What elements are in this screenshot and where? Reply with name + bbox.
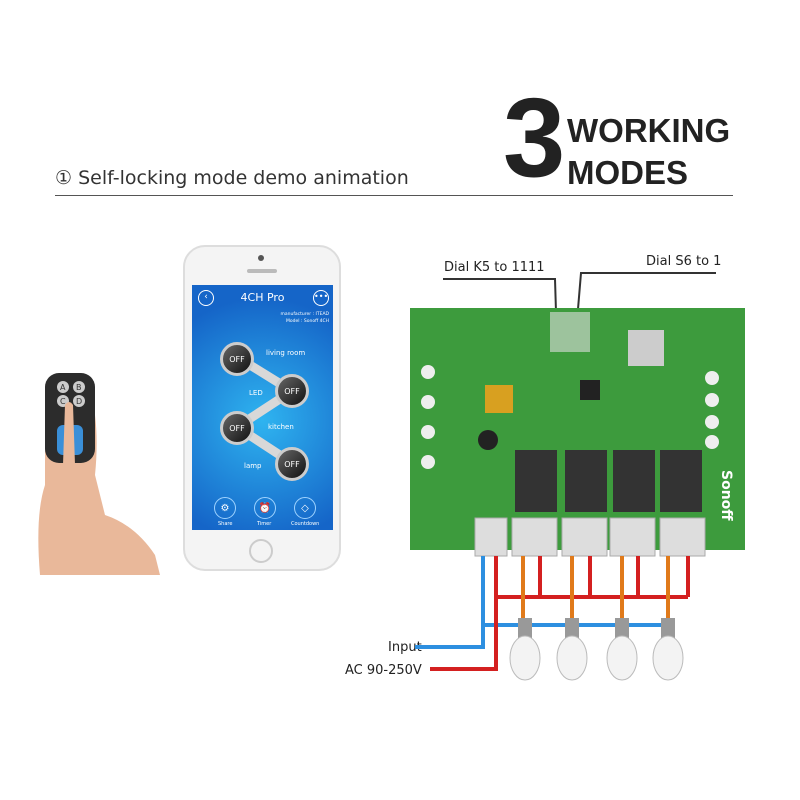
relay-live-feeds — [538, 556, 690, 597]
capacitor — [478, 430, 498, 450]
big-number: 3 — [503, 75, 566, 200]
more-icon[interactable]: ••• — [313, 290, 329, 306]
bulb-4 — [652, 618, 684, 681]
channel-2-name: LED — [249, 389, 263, 397]
neutral-wire — [415, 556, 485, 649]
channel-1-toggle[interactable]: OFF — [220, 342, 254, 376]
transformer — [485, 385, 513, 413]
channel-1-name: living room — [266, 349, 306, 357]
channel-4-toggle[interactable]: OFF — [275, 447, 309, 481]
remote-and-hand: A B C D — [38, 373, 161, 575]
camera — [258, 255, 264, 261]
bulb-2 — [556, 618, 588, 681]
remote-label-b: B — [76, 383, 82, 392]
switch-connector — [228, 353, 301, 467]
remote-label-d: D — [76, 397, 82, 406]
gear-icon[interactable]: ⚙ — [214, 497, 236, 519]
channel-3-name: kitchen — [268, 423, 294, 431]
tab-timer-label: Timer — [257, 521, 272, 527]
led-buttons — [421, 365, 719, 469]
mcu-chip — [580, 380, 600, 400]
back-icon[interactable]: ‹ — [198, 290, 214, 306]
title-line-2: MODES — [567, 154, 689, 191]
input-label: Input — [388, 640, 422, 655]
remote-label-c: C — [60, 397, 66, 406]
channel-4-name: lamp — [244, 462, 262, 470]
light-bulbs — [509, 618, 684, 681]
alarm-clock-icon[interactable]: ⏰ — [254, 497, 276, 519]
channel-2-toggle[interactable]: OFF — [275, 374, 309, 408]
relays — [515, 450, 702, 512]
home-button[interactable] — [249, 539, 273, 563]
live-wire — [430, 556, 498, 671]
terminal-blocks — [474, 517, 706, 557]
tag-icon[interactable]: ◇ — [294, 497, 316, 519]
tab-share-label: Share — [218, 521, 233, 527]
remote-button-b — [73, 381, 85, 393]
dial-k5-label: Dial K5 to 1111 — [444, 260, 545, 275]
remote-button-a — [57, 381, 69, 393]
finger — [63, 402, 75, 465]
remote-button-d — [73, 395, 85, 407]
dip-switches — [550, 312, 590, 352]
wifi-module — [628, 330, 664, 366]
mode-subtitle: ① Self-locking mode demo animation — [55, 167, 409, 189]
bulb-1 — [509, 618, 541, 681]
brand-logo: Sonoff — [718, 470, 734, 521]
model-text: Model : Sonoff 4CH — [285, 319, 329, 324]
dial-s6-label: Dial S6 to 1 — [646, 254, 722, 269]
bulb-3 — [606, 618, 638, 681]
speaker — [247, 269, 277, 273]
tab-countdown-label: Countdown — [291, 521, 320, 527]
channel-3-toggle[interactable]: OFF — [220, 411, 254, 445]
app-title: 4CH Pro — [240, 291, 285, 304]
manufacturer-text: manufacturer : ITEAD — [280, 312, 330, 317]
app-screen: ‹ 4CH Pro ••• manufacturer : ITEAD Model… — [192, 285, 333, 530]
load-wires — [521, 556, 670, 620]
ac-voltage-label: AC 90-250V — [345, 663, 422, 678]
title-line-1: WORKING — [567, 112, 731, 149]
divider — [55, 195, 733, 196]
remote-label-a: A — [60, 383, 66, 392]
